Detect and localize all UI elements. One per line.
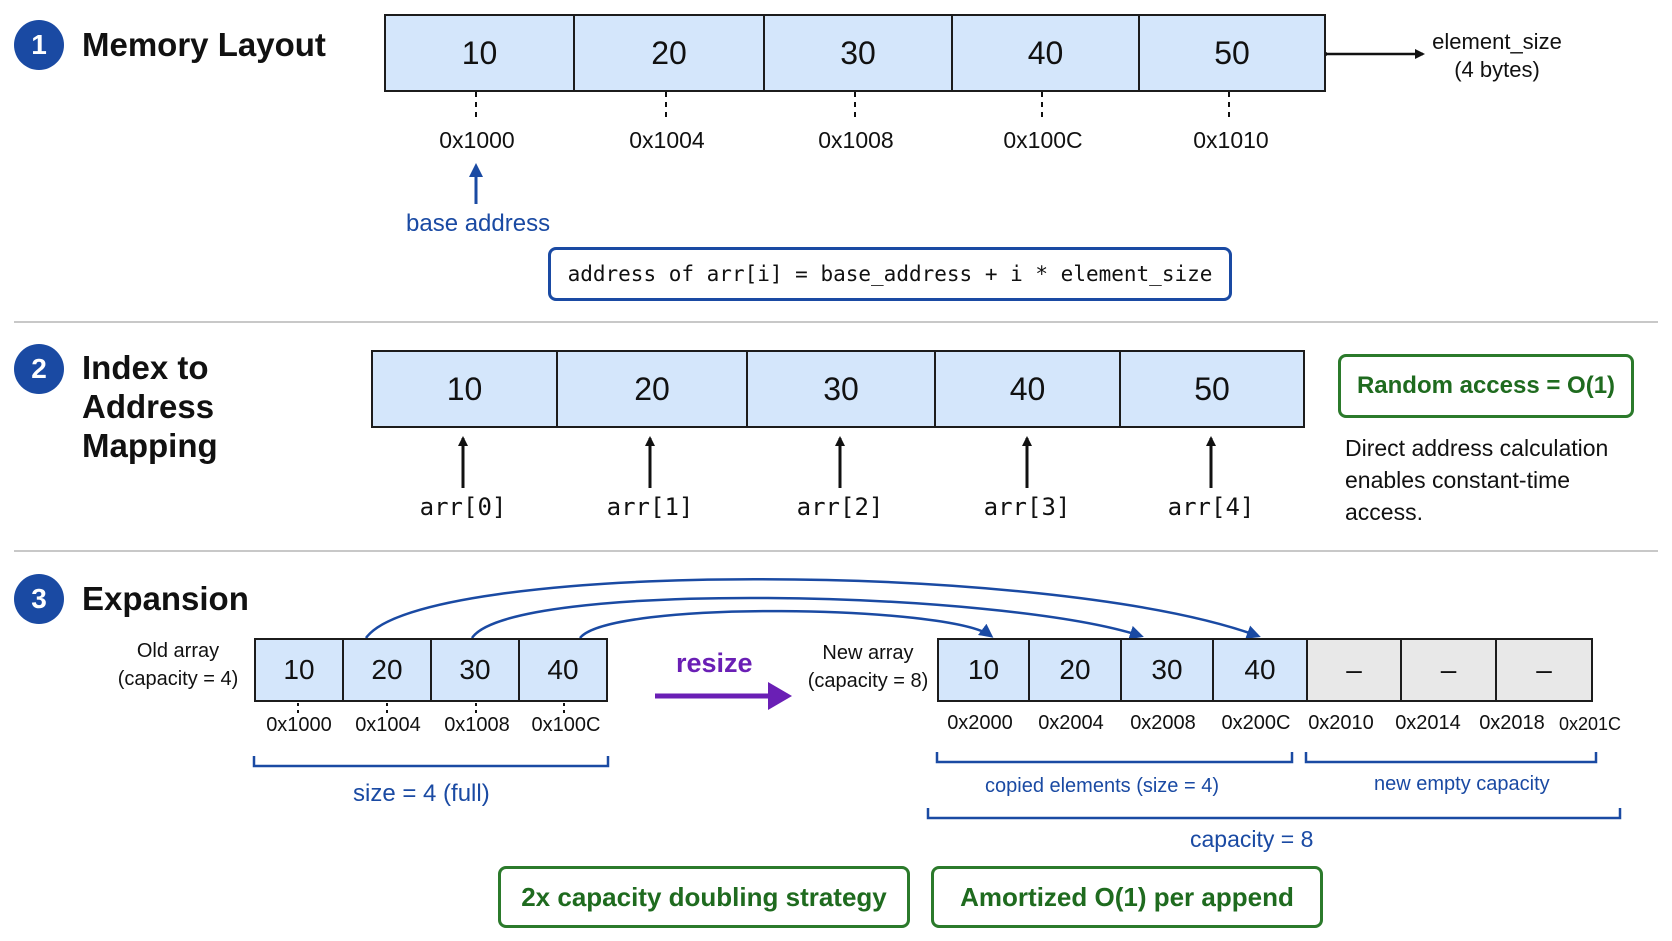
new-cell: 40 (1212, 638, 1308, 702)
new-address: 0x201C (1558, 714, 1622, 734)
old-cell: 20 (342, 638, 432, 702)
index-cell: 30 (746, 350, 936, 428)
element-size-bytes: (4 bytes) (1454, 57, 1540, 82)
old-array-label: Old array (136, 640, 220, 662)
description-line: access. (1345, 499, 1423, 525)
memory-address: 0x1008 (818, 127, 894, 153)
new-cell: 30 (1120, 638, 1214, 702)
address-formula: address of arr[i] = base_address + i * e… (548, 247, 1232, 301)
memory-cell: 20 (573, 14, 765, 92)
section-1-badge: 1 (14, 20, 64, 70)
capacity-label: capacity = 8 (1190, 826, 1314, 852)
copied-bracket (935, 752, 1294, 764)
new-address: 0x2004 (1038, 712, 1104, 734)
old-address-ticks (297, 703, 565, 713)
old-address: 0x1008 (444, 714, 510, 736)
section-1-title: Memory Layout (82, 26, 326, 63)
new-address: 0x2010 (1308, 712, 1374, 734)
new-empty-cell: – (1495, 638, 1593, 702)
section-2-badge: 2 (14, 344, 64, 394)
index-label: arr[0] (419, 493, 507, 521)
index-cell: 20 (556, 350, 748, 428)
index-label: arr[2] (796, 493, 884, 521)
old-cell: 40 (518, 638, 608, 702)
memory-cell: 30 (763, 14, 953, 92)
memory-address: 0x1000 (439, 127, 515, 153)
old-address: 0x1004 (355, 714, 421, 736)
index-label: arr[1] (606, 493, 694, 521)
index-cell: 40 (934, 350, 1121, 428)
new-address: 0x2018 (1479, 712, 1545, 734)
random-access-box: Random access = O(1) (1338, 354, 1634, 418)
old-cell: 10 (254, 638, 344, 702)
new-capacity-label: (capacity = 8) (807, 670, 929, 692)
new-empty-cell: – (1400, 638, 1497, 702)
random-access-description: Direct address calculation enables const… (1345, 432, 1608, 528)
resize-label: resize (676, 648, 753, 678)
new-address: 0x2008 (1130, 712, 1196, 734)
old-cell: 30 (430, 638, 520, 702)
element-size-label: element_size (1432, 29, 1562, 54)
new-array-label: New array (822, 642, 914, 664)
size-bracket (252, 756, 610, 768)
memory-address: 0x1004 (629, 127, 705, 153)
new-cell: 10 (937, 638, 1030, 702)
empty-bracket (1304, 752, 1598, 764)
index-arrows (458, 436, 1216, 488)
memory-cell: 40 (951, 14, 1140, 92)
memory-cell: 10 (384, 14, 575, 92)
doubling-strategy-box: 2x capacity doubling strategy (498, 866, 910, 928)
base-address-label: base address (406, 210, 551, 237)
new-empty-cell: – (1306, 638, 1402, 702)
memory-cell: 50 (1138, 14, 1326, 92)
section-2-title: Index to Address Mapping (82, 349, 218, 464)
index-cell: 50 (1119, 350, 1305, 428)
capacity-bracket (926, 808, 1622, 820)
index-cell: 10 (371, 350, 558, 428)
old-address: 0x100C (531, 714, 601, 736)
old-address: 0x1000 (266, 714, 332, 736)
description-line: Direct address calculation (1345, 435, 1609, 461)
section-3-title: Expansion (82, 580, 249, 617)
new-cell: 20 (1028, 638, 1122, 702)
old-capacity-label: (capacity = 4) (117, 668, 239, 690)
old-size-label: size = 4 (full) (353, 780, 490, 807)
new-address: 0x200C (1221, 712, 1291, 734)
description-line: enables constant-time (1345, 467, 1571, 493)
copied-label: copied elements (size = 4) (985, 775, 1220, 797)
empty-capacity-label: new empty capacity (1374, 773, 1550, 795)
section-3-badge: 3 (14, 574, 64, 624)
memory-address: 0x100C (1003, 127, 1083, 153)
copy-arcs (364, 578, 1261, 640)
address-ticks (475, 92, 1230, 122)
new-address: 0x2014 (1395, 712, 1461, 734)
memory-address: 0x1010 (1193, 127, 1269, 153)
new-address: 0x2000 (947, 712, 1013, 734)
index-label: arr[4] (1167, 493, 1255, 521)
amortized-box: Amortized O(1) per append (931, 866, 1323, 928)
index-label: arr[3] (983, 493, 1071, 521)
